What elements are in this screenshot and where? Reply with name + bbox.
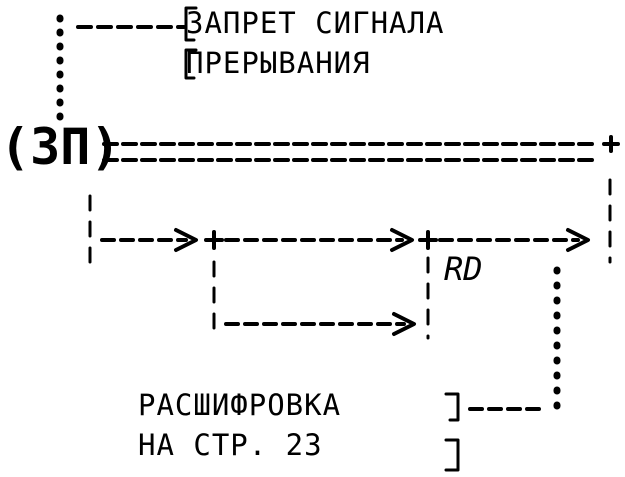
arrow-head-1 — [174, 228, 198, 252]
bottom-comment-line-1: РАСШИФРОВКА — [138, 388, 342, 422]
top-comment-bracket-2 — [184, 48, 198, 80]
arrow-head-2 — [390, 228, 414, 252]
top-comment-line-2: ПРЕРЫВАНИЯ — [186, 46, 371, 80]
node-label: (ЗП) — [0, 118, 121, 176]
lower-arrow-head — [392, 312, 416, 336]
top-comment-line-1: ЗАПРЕТ СИГНАЛА — [186, 6, 445, 40]
branch-label-rd: RD — [444, 250, 483, 288]
arrow-head-3 — [566, 228, 590, 252]
bottom-comment-line-2: НА СТР. 23 — [138, 428, 323, 462]
junction-plus-1 — [204, 230, 224, 250]
junction-plus-right — [602, 135, 620, 153]
junction-plus-2 — [418, 230, 438, 250]
bottom-comment-bracket-1 — [444, 392, 460, 422]
top-comment-bracket-1 — [184, 6, 198, 42]
bottom-comment-bracket-2 — [444, 438, 460, 472]
